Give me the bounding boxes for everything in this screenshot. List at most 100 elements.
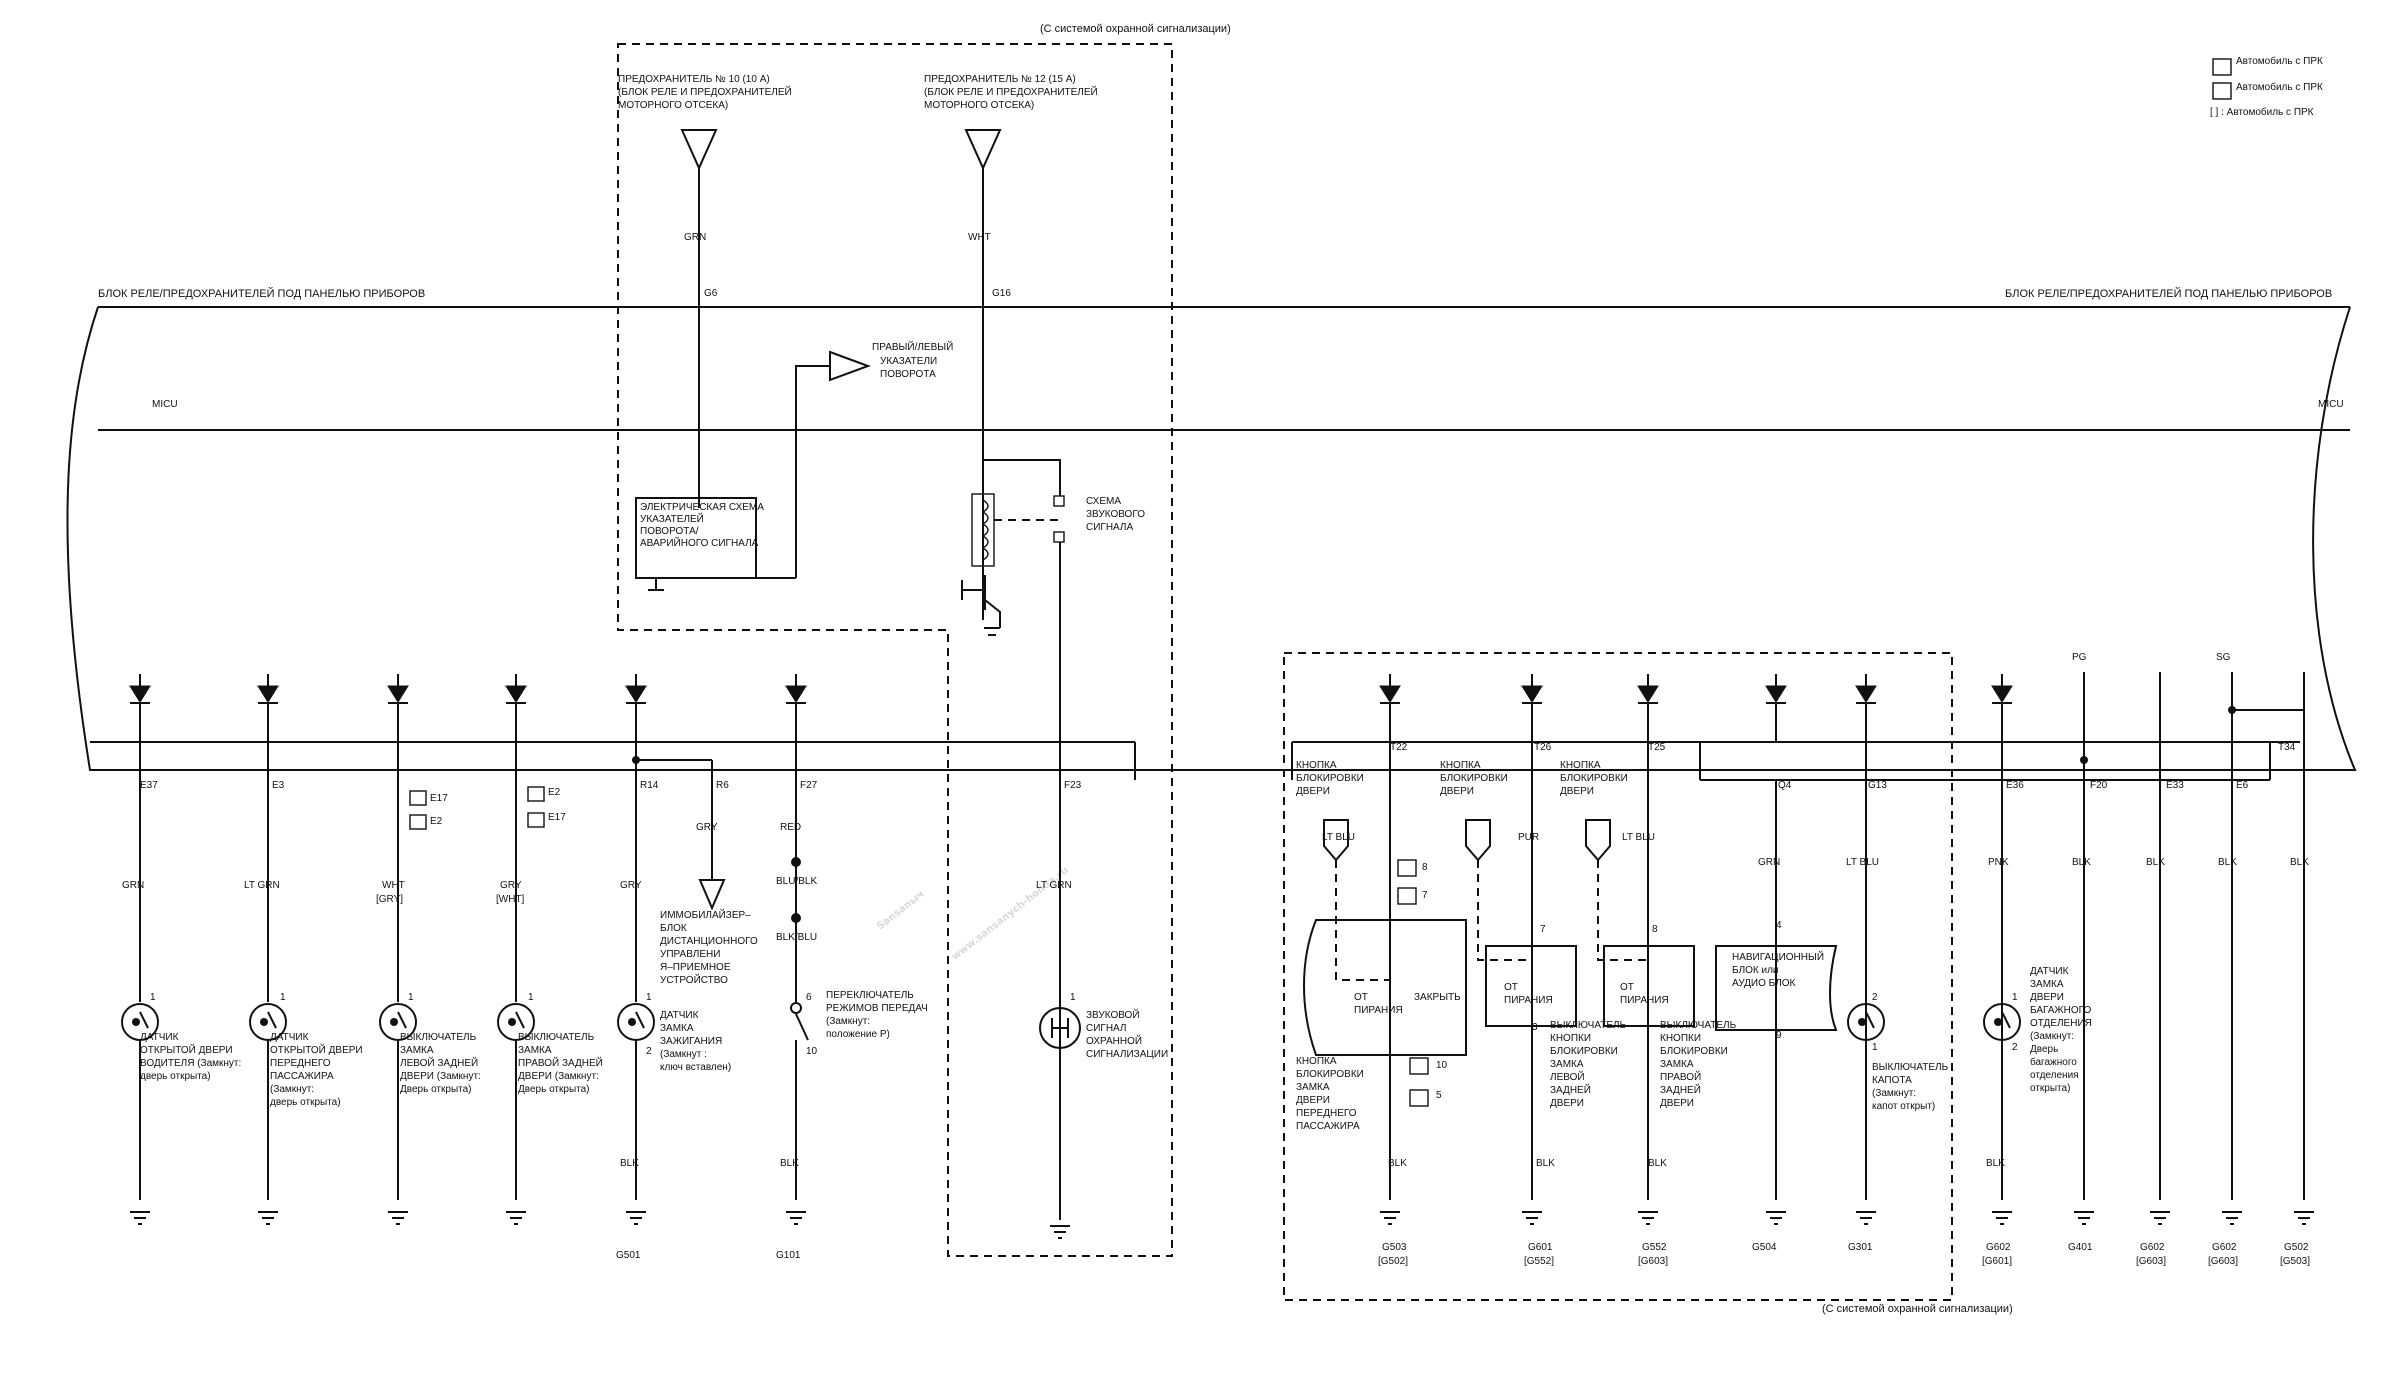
wire-e33: BLK: [2146, 857, 2165, 868]
label-kb1-3: ДВЕРИ: [1296, 786, 1330, 797]
ground-g503-alt: [G502]: [1378, 1256, 1408, 1267]
pin-r6: R6: [716, 780, 729, 791]
ground-g552: G552: [1642, 1242, 1667, 1253]
wire-labels: GRN LT GRN WHT [GRY] GRY [WHT] GRY GRY R…: [122, 822, 2309, 1169]
pin-num-14: 4: [1776, 920, 1782, 931]
label-nav-3: АУДИО БЛОК: [1732, 978, 1796, 989]
door-switch-dot-hood: [1858, 1018, 1866, 1026]
fuse-12-label: ПРЕДОХРАНИТЕЛЬ № 12 (15 А): [924, 74, 1076, 85]
door-switch-arm-l0: [139, 1011, 149, 1029]
nav-unit-box: [1715, 945, 1838, 1031]
box-title-left: БЛОК РЕЛЕ/ПРЕДОХРАНИТЕЛЕЙ ПОД ПАНЕЛЬЮ ПР…: [98, 287, 425, 300]
top-note: (С системой охранной сигнализации): [1040, 23, 1231, 35]
label-c2-1: ДАТЧИК: [270, 1032, 309, 1043]
label-fp-2: БЛОКИРОВКИ: [1296, 1069, 1364, 1080]
label-trunk-7: Дверь: [2030, 1044, 2058, 1055]
label-rr-1: ВЫКЛЮЧАТЕЛЬ: [1660, 1020, 1737, 1031]
junction-dot-r14: [632, 756, 640, 764]
label-trunk-2: ЗАМКА: [2030, 979, 2064, 990]
pin-e3: E3: [272, 780, 285, 791]
label-rr-2: КНОПКИ: [1660, 1033, 1701, 1044]
label-rr-3: БЛОКИРОВКИ: [1660, 1046, 1728, 1057]
pin-g13: G13: [1868, 780, 1887, 791]
label-trunk-9: отделения: [2030, 1070, 2079, 1081]
wire-e36: PNK: [1988, 857, 2009, 868]
fuse-10: ПРЕДОХРАНИТЕЛЬ № 10 (10 А) (БЛОК РЕЛЕ И …: [618, 74, 792, 508]
wire-blk-6: BLK: [1986, 1158, 2005, 1169]
underdash-fuse-box: БЛОК РЕЛЕ/ПРЕДОХРАНИТЕЛЕЙ ПОД ПАНЕЛЬЮ ПР…: [66, 287, 2357, 771]
label-fp-5: ПЕРЕДНЕГО: [1296, 1108, 1357, 1119]
dash-link-3: [1597, 860, 1648, 961]
switch-labels: ОТ ПИРАНИЯ ЗАКРЫТЬ ОТ ПИРАНИЯ ОТ ПИРАНИЯ: [1354, 982, 1669, 1016]
label-c4-5: Дверь открыта): [518, 1084, 590, 1095]
wire-blk-2: BLK: [780, 1158, 799, 1169]
wire-g13: LT BLU: [1846, 857, 1879, 868]
watermark: Sansanыч www.sansanych-honda.ru: [875, 865, 1071, 963]
fuse-12-label-3: МОТОРНОГО ОТСЕКА): [924, 100, 1034, 111]
wire-wht-alt: [GRY]: [376, 894, 403, 905]
junction-dot-f20: [2080, 756, 2088, 764]
label-lr-2: КНОПКИ: [1550, 1033, 1591, 1044]
turn-signal-label-2: УКАЗАТЕЛИ: [880, 356, 937, 367]
pin-num-3: 1: [408, 992, 414, 1003]
pin-e33: E33: [2166, 780, 2184, 791]
label-kb1-2: БЛОКИРОВКИ: [1296, 773, 1364, 784]
legend-line-1: Автомобиль с ПРК: [2236, 55, 2323, 67]
label-nav-1: НАВИГАЦИОННЫЙ: [1732, 950, 1824, 963]
hazard-label-1: ЭЛЕКТРИЧЕСКАЯ СХЕМА: [640, 502, 764, 513]
bottom-alarm-box: (С системой охранной сигнализации): [1283, 652, 2013, 1315]
label-trunk-5: ОТДЕЛЕНИЯ: [2030, 1018, 2092, 1029]
ground-g401: G401: [2068, 1242, 2093, 1253]
wire-gry: GRY: [500, 880, 522, 891]
pin-num-9: 7: [1422, 890, 1428, 901]
pin-box-0: [1397, 859, 1417, 877]
connector-box-0: [409, 790, 427, 806]
ground-g601: G601: [1528, 1242, 1553, 1253]
label-nav-2: БЛОК или: [1732, 965, 1779, 976]
label-c4-4: ДВЕРИ (Замкнут:: [518, 1071, 599, 1082]
wire-t26: PUR: [1518, 832, 1539, 843]
label-c5-1: ДАТЧИК: [660, 1010, 699, 1021]
connector-box-2: [527, 786, 545, 802]
wire-r6: GRY: [696, 822, 718, 833]
pin-numbers: 1 1 1 1 1 2 6 10 1 8 7 10 5 7 8 4 9 2 1 …: [150, 862, 2018, 1101]
fuse-10-label-2: (БЛОК РЕЛЕ И ПРЕДОХРАНИТЕЛЕЙ: [618, 85, 792, 98]
ground-g602-a: G602: [1986, 1242, 2011, 1253]
wire-t22: LT BLU: [1322, 832, 1355, 843]
ground-g101: G101: [776, 1250, 801, 1261]
connector-dot-f27a: [791, 857, 801, 867]
ground-g601-alt: [G552]: [1524, 1256, 1554, 1267]
watermark-logo: Sansanыч: [875, 889, 927, 933]
ground-labels: G501 G101 G503 [G502] G601 [G552] G552 […: [616, 1242, 2310, 1267]
label-immo-3: ДИСТАНЦИОННОГО: [660, 936, 758, 947]
bottom-note: (С системой охранной сигнализации): [1822, 1303, 2013, 1315]
label-trunk-1: ДАТЧИК: [2030, 966, 2069, 977]
lock-button-icon-2: [1585, 819, 1611, 862]
label-c1-1: ДАТЧИК: [140, 1032, 179, 1043]
door-switch-dot-l0: [132, 1018, 140, 1026]
pin-f27: F27: [800, 780, 818, 791]
ground-g602-b: G602: [2140, 1242, 2165, 1253]
pin-e6: E6: [2236, 780, 2249, 791]
label-fp-3: ЗАМКА: [1296, 1082, 1330, 1093]
diode-icon-r0: [1379, 685, 1401, 703]
legend: Автомобиль с ПРК Автомобиль с ПРК [ ] : …: [2210, 55, 2323, 118]
ground-g503: G503: [1382, 1242, 1407, 1253]
wire-e6: BLK: [2218, 857, 2237, 868]
label-lr-7: ДВЕРИ: [1550, 1098, 1584, 1109]
switch-ot-1: ОТ: [1354, 992, 1368, 1003]
label-c3-2: ЗАМКА: [400, 1045, 434, 1056]
pin-num-8: 8: [1422, 862, 1428, 873]
label-immo-5: Я–ПРИЕМНОЕ: [660, 962, 731, 973]
horn-circuit-label-2: ЗВУКОВОГО: [1086, 509, 1145, 520]
label-gear-3: (Замкнут:: [826, 1016, 870, 1027]
label-c2-6: дверь открыта): [270, 1097, 341, 1108]
pin-t25: T25: [1648, 742, 1666, 753]
label-horn-2: СИГНАЛ: [1086, 1023, 1127, 1034]
pin-sg: SG: [2216, 652, 2231, 663]
fuse-10-wire-color: GRN: [684, 232, 706, 243]
label-c5-3: ЗАЖИГАНИЯ: [660, 1036, 722, 1047]
horn-relay: СХЕМА ЗВУКОВОГО СИГНАЛА: [961, 459, 1145, 1220]
pin-num-5: 1: [646, 992, 652, 1003]
diode-icon-e36: [1991, 685, 2013, 703]
